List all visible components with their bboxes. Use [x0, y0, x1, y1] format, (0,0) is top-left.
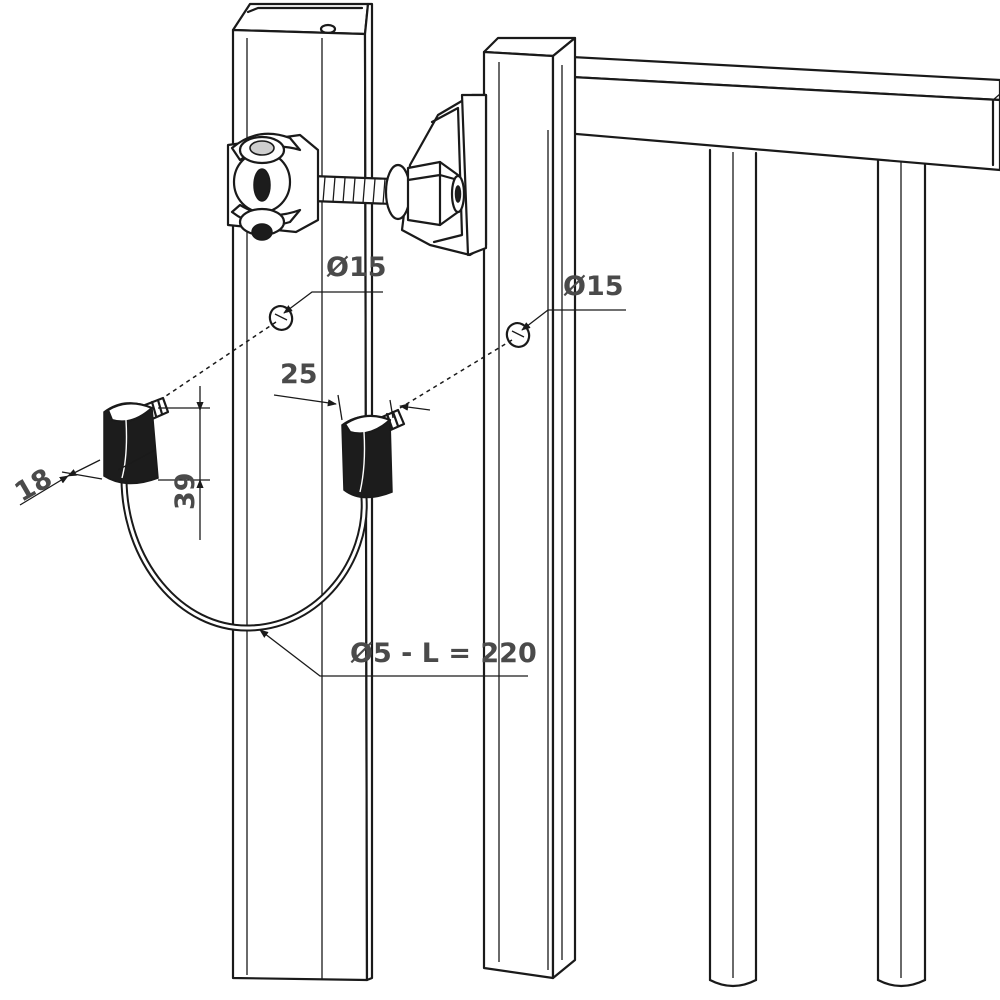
security-cable [120, 474, 368, 632]
gate-bar-2 [876, 158, 927, 988]
dim-hole-right: Ø15 [563, 271, 624, 302]
gate-bars [708, 148, 927, 988]
dim-width: 18 [10, 463, 58, 509]
dim-height: 39 [170, 472, 201, 510]
cable-fitting-right [341, 408, 406, 499]
dimension-lines [19, 291, 626, 677]
fence-post [231, 2, 374, 982]
gate-top-rail [551, 54, 1000, 172]
hinge-nut [384, 160, 466, 227]
assembly-lines [159, 321, 513, 409]
hinge-knuckle [226, 132, 320, 241]
dim-hole-left: Ø15 [326, 252, 387, 283]
dim-spacing: 25 [280, 359, 318, 390]
hinge-assembly [226, 93, 488, 257]
gate-bar-1 [708, 148, 758, 988]
gate-frame-post [482, 36, 577, 980]
dim-cable: Ø5 - L = 220 [350, 638, 537, 669]
cable-fitting-left [103, 396, 170, 485]
